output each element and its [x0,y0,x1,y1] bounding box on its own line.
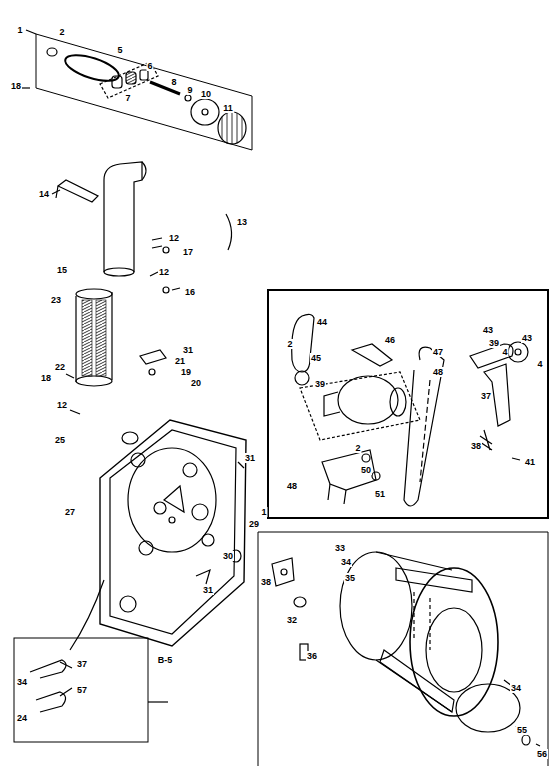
callout-number: 46 [384,335,396,345]
callout-number: 17 [182,247,194,257]
callout-number: 11 [222,103,234,113]
callout-number: 34 [510,683,522,693]
callout-number: 8 [170,77,177,87]
heater-assembly [66,289,166,444]
callout-number: 57 [76,685,88,695]
drum-assembly [258,532,548,766]
motor-assembly [268,290,548,518]
callout-number: 35 [344,573,356,583]
callout-number: 41 [524,457,536,467]
callout-number: 14 [38,189,50,199]
callout-number: 31 [244,453,256,463]
callout-number: 36 [306,651,318,661]
callout-number: 47 [432,347,444,357]
callout-number: 31 [202,585,214,595]
exhaust-duct [52,162,232,293]
callout-number: 34 [340,557,352,567]
callout-number: 43 [521,333,533,343]
callout-number: 1 [16,25,23,35]
callout-number: 19 [180,367,192,377]
callout-number: 33 [334,543,346,553]
callout-number: 2 [286,339,293,349]
callout-number: 39 [314,379,326,389]
callout-number: 43 [482,325,494,335]
callout-number: 1 [260,507,267,517]
blower-assembly [22,30,252,150]
callout-number: 22 [54,362,66,372]
callout-number: 48 [286,481,298,491]
callout-number: 45 [310,353,322,363]
callout-number: 2 [354,443,361,453]
callout-number: 12 [158,267,170,277]
callout-number: 23 [50,295,62,305]
callout-number: 39 [488,338,500,348]
callout-number: 4 [536,359,543,369]
callout-number: 13 [236,217,248,227]
callout-number: 15 [56,265,68,275]
callout-number: 38 [470,441,482,451]
callout-number: 18 [10,81,22,91]
callout-number: 27 [64,507,76,517]
callout-number: 48 [432,367,444,377]
inset-detail [14,638,168,742]
callout-number: 12 [56,400,68,410]
callout-number: 18 [40,373,52,383]
callout-number: 29 [248,519,260,529]
callout-number: 6 [146,61,153,71]
callout-number: 32 [286,615,298,625]
callout-number: 20 [190,378,202,388]
callout-number: 44 [316,317,328,327]
callout-number: 50 [360,465,372,475]
callout-number: 16 [184,287,196,297]
callout-number: 55 [516,725,528,735]
callout-number: 5 [116,45,123,55]
callout-number: 30 [222,551,234,561]
callout-number: 24 [16,713,28,723]
callout-number: 51 [374,489,386,499]
callout-number: 10 [200,89,212,99]
rear-panel [70,420,246,650]
callout-number: 34 [16,677,28,687]
callout-number: 21 [174,356,186,366]
callout-number: 31 [182,345,194,355]
callout-number: 7 [124,93,131,103]
callout-number: 9 [186,85,193,95]
callout-number: 37 [480,391,492,401]
callout-number: 25 [54,435,66,445]
callout-number: 4 [501,347,508,357]
callout-number: 56 [536,749,548,759]
callout-number: 12 [168,233,180,243]
callout-number: B-5 [157,655,174,665]
callout-number: 37 [76,659,88,669]
callout-number: 2 [58,27,65,37]
callout-number: 38 [260,577,272,587]
